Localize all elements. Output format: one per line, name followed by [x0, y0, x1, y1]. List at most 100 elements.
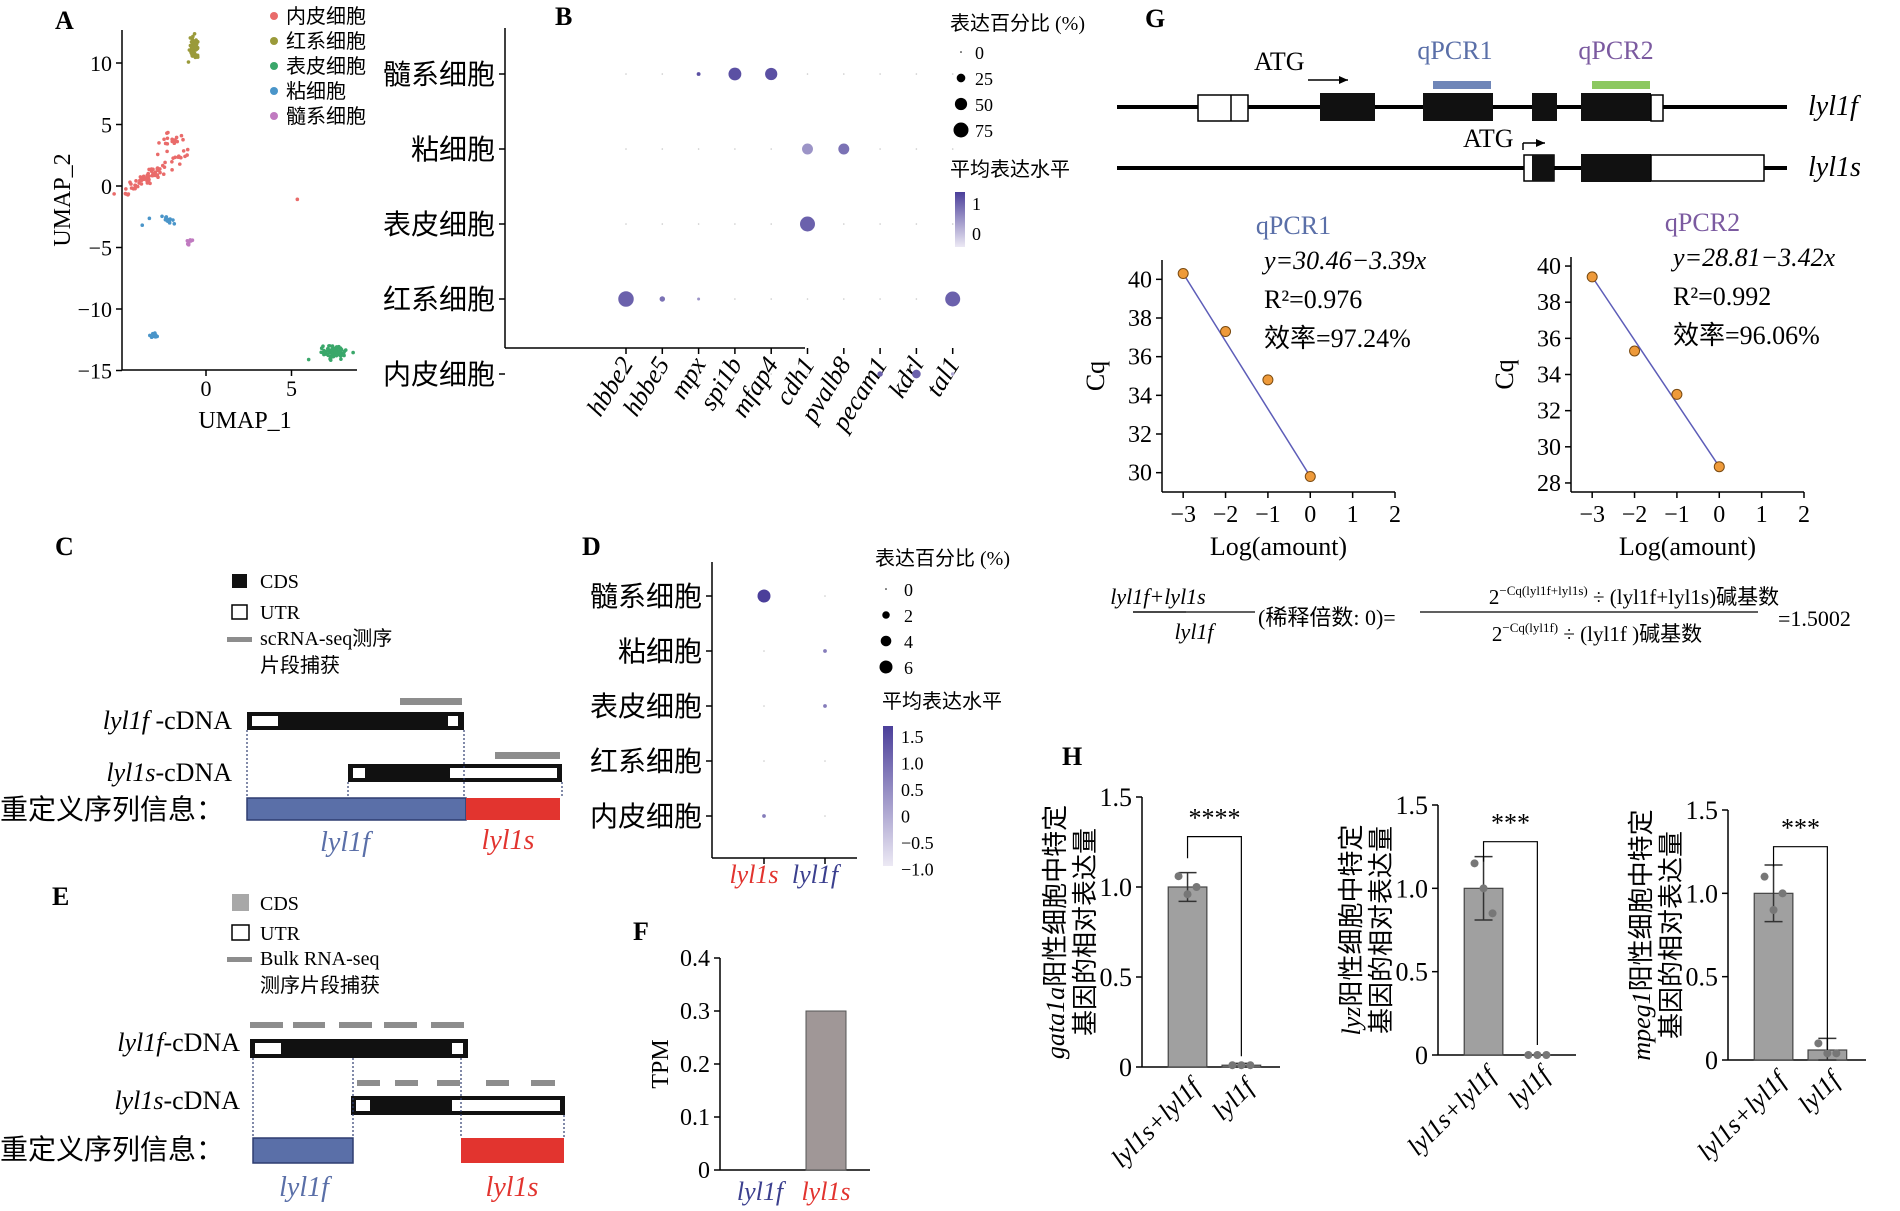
curve-x-tick-label: −3 — [1170, 502, 1196, 528]
lyl1s-exon-1 — [1532, 155, 1554, 181]
curve-data-point — [1177, 268, 1189, 280]
curve-efficiency: 效率=97.24% — [1264, 324, 1411, 353]
umap-point — [189, 45, 194, 50]
umap-point — [150, 173, 154, 178]
formula-numerator: lyl1f+lyl1s — [1110, 584, 1206, 609]
umap-x-label: UMAP_1 — [198, 408, 291, 434]
panel-label-d: D — [582, 532, 601, 561]
umap-point — [162, 137, 166, 142]
bar-y-tick-label: 1.0 — [1396, 874, 1429, 903]
curve-y-tick-label: 40 — [1128, 267, 1152, 293]
formula-denominator: lyl1f — [1174, 619, 1216, 644]
dotplot-d-empty-dot — [824, 815, 826, 817]
bar-y-tick-label: 1.5 — [1100, 783, 1133, 812]
umap-x-tick-label: 0 — [201, 376, 212, 401]
dotplot-b-empty-dot — [843, 223, 845, 225]
umap-point — [189, 239, 193, 243]
bulk-read — [250, 1022, 283, 1028]
dotplot-b-empty-dot — [697, 223, 700, 225]
umap-point — [172, 221, 177, 226]
umap-point — [165, 136, 170, 141]
umap-point — [330, 344, 335, 348]
dotplot-b-dot — [800, 216, 815, 232]
umap-y-label: UMAP_2 — [50, 153, 76, 246]
dotplot-d-empty-dot — [824, 595, 826, 597]
replicate-point — [1769, 906, 1778, 914]
curve-data-point — [1671, 388, 1683, 400]
dotplot-b-size-legend-dot — [953, 122, 969, 138]
umap-point — [139, 182, 144, 186]
curve-y-tick-label: 28 — [1537, 471, 1561, 497]
umap-point — [326, 353, 330, 358]
panel-label-e: E — [52, 882, 69, 911]
curve-data-point — [1629, 345, 1641, 357]
umap-point — [170, 139, 175, 144]
umap-point — [193, 43, 198, 48]
umap-point — [333, 353, 337, 357]
atg-label-1: ATG — [1254, 47, 1305, 76]
umap-point — [306, 357, 311, 362]
lyl1f-utr-exon-5 — [1650, 94, 1664, 122]
lyl1s-utr-5-e — [356, 1100, 370, 1111]
atg-label-2: ATG — [1463, 124, 1514, 153]
curve-y-tick-label: 32 — [1128, 422, 1152, 448]
curve-x-tick-label: 1 — [1347, 502, 1359, 528]
umap-point — [328, 358, 333, 362]
dotplot-b-empty-dot — [879, 223, 881, 225]
umap-point — [161, 172, 166, 177]
umap-point — [153, 170, 158, 175]
tpm-y-tick-label: 0 — [698, 1158, 710, 1184]
lyl1f-cdna-label-e: lyl1f-cDNA — [117, 1028, 240, 1057]
legend-utr-swatch-e — [231, 924, 250, 941]
dotplot-d-size-legend-label: 2 — [904, 606, 913, 626]
replicate-point — [1832, 1049, 1841, 1058]
bar-y-label-line2: 基因的相对表达量 — [1071, 828, 1100, 1036]
bar-y-label-line1: lyz阳性细胞中特定 — [1337, 825, 1366, 1036]
significance-bracket — [1772, 846, 1828, 1050]
curve-y-tick-label: 30 — [1128, 461, 1152, 487]
legend-read-label-2: 片段捕获 — [260, 654, 340, 677]
tpm-y-tick-label: 0.3 — [680, 999, 710, 1025]
umap-x-tick-label: 5 — [286, 376, 297, 401]
curve-x-tick-label: 2 — [1389, 502, 1401, 528]
dotplot-b-dot — [659, 296, 666, 302]
legend-dot-myeloid — [270, 112, 278, 120]
curve-x-tick-label: −3 — [1579, 502, 1605, 528]
panel-label-a: A — [55, 6, 74, 35]
bulk-read — [437, 1080, 460, 1086]
umap-point — [342, 353, 346, 358]
transcript-structure-c: CDS UTR scRNA-seq测序 片段捕获 lyl1f -cDNA lyl… — [0, 571, 563, 858]
legend-utr-label: UTR — [260, 602, 301, 624]
dotplot-d-row-label: 粘细胞 — [618, 636, 702, 668]
bar-y-tick-label: 0 — [1415, 1041, 1428, 1070]
gata1a-bar-chart: 00.51.01.5gata1a阳性细胞中特定基因的相对表达量lyl1s+lyl… — [1041, 783, 1280, 1173]
dotplot-b-empty-dot — [843, 373, 845, 375]
dotplot-d-size-legend-dot — [879, 660, 893, 674]
dotplot-b-color-label-max: 1 — [972, 194, 981, 214]
panel-label-g: G — [1145, 4, 1165, 33]
curve-data-point — [1304, 471, 1316, 483]
umap-point — [165, 142, 170, 146]
replicate-point — [1183, 890, 1192, 899]
dotplot-d-empty-dot — [824, 760, 826, 762]
umap-point — [160, 163, 165, 168]
umap-point — [124, 187, 128, 191]
dotplot-b-empty-dot — [625, 373, 627, 375]
dotplot-b-empty-dot — [915, 298, 918, 300]
bulk-read — [395, 1080, 418, 1086]
curve-x-label: Log(amount) — [1619, 532, 1756, 561]
curve-y-label: Cq — [1490, 359, 1519, 389]
dotplot-d-size-legend-label: 6 — [904, 658, 913, 678]
replicate-point — [1470, 859, 1479, 868]
dotplot-b-color-title: 平均表达水平 — [950, 158, 1070, 181]
curve-y-tick-label: 40 — [1537, 254, 1561, 280]
dotplot-d-empty-dot — [763, 650, 765, 652]
dotplot-b-dot — [802, 143, 813, 155]
dotplot-b-empty-dot — [661, 148, 664, 150]
replicate-point — [1823, 1049, 1832, 1058]
umap-point — [327, 344, 332, 348]
umap-point — [155, 166, 160, 171]
umap-point — [170, 168, 174, 172]
umap-point — [164, 215, 169, 219]
dotplot-b-empty-dot — [915, 148, 918, 150]
